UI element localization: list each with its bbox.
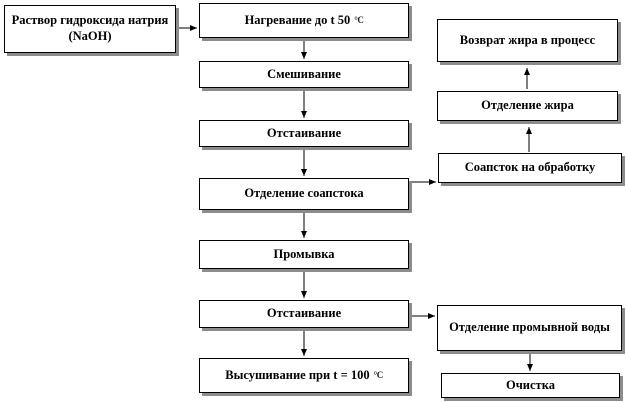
node-mixing: Смешивание [199, 61, 409, 88]
node-mixing-label: Смешивание [267, 66, 341, 81]
node-fat-separation: Отделение жира [437, 91, 618, 121]
node-heating: Нагревание до t 50°C [199, 3, 409, 38]
node-cleaning: Очистка [441, 373, 620, 398]
node-fat-separation-label: Отделение жира [481, 98, 574, 113]
node-soapstock-processing-label: Соапсток на обработку [464, 160, 596, 175]
node-drying: Высушивание при t = 100°C [199, 358, 409, 393]
celsius-symbol: °C [373, 369, 384, 380]
node-wash-water-separation-label: Отделение промывной воды [449, 320, 610, 335]
node-settling-2: Отстаивание [199, 300, 409, 328]
node-soapstock-separation: Отделение соапстока [199, 178, 409, 210]
node-washing-label: Промывка [273, 246, 335, 261]
node-settling-1: Отстаивание [199, 120, 409, 147]
node-fat-return: Возврат жира в процесс [437, 19, 618, 62]
node-settling-1-label: Отстаивание [266, 125, 342, 140]
node-soapstock-separation-label: Отделение соапстока [244, 186, 364, 201]
node-wash-water-separation: Отделение промывной воды [437, 305, 622, 351]
node-drying-label: Высушивание при t = 100 [225, 367, 370, 382]
celsius-symbol: °C [354, 14, 364, 25]
node-heating-label: Нагревание до t 50 [244, 12, 351, 27]
node-soapstock-processing: Соапсток на обработку [438, 153, 622, 183]
node-naoh-solution: Раствор гидроксида натрия (NaOH) [4, 5, 176, 53]
node-cleaning-label: Очистка [506, 377, 555, 392]
node-settling-2-label: Отстаивание [266, 306, 342, 321]
node-washing: Промывка [199, 240, 409, 269]
node-naoh-solution-label: Раствор гидроксида натрия (NaOH) [11, 13, 169, 43]
node-fat-return-label: Возврат жира в процесс [459, 32, 596, 47]
